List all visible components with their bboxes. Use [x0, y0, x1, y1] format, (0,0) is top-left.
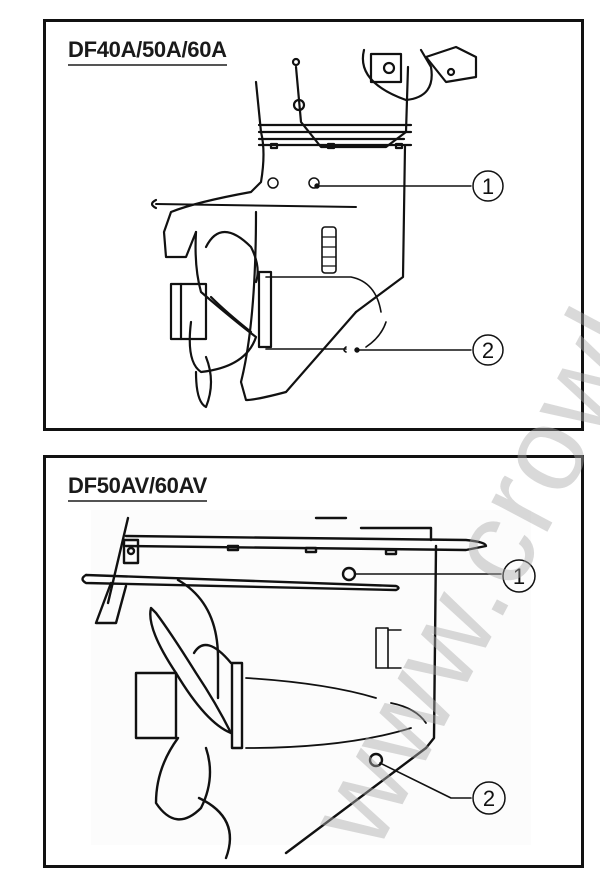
svg-text:2: 2	[483, 786, 495, 811]
svg-text:1: 1	[513, 564, 525, 589]
panel-title: DF40A/50A/60A	[68, 38, 227, 66]
figure-panel-df40a-50a-60a: DF40A/50A/60A	[43, 19, 584, 431]
lower-unit-drawing: 1 2	[81, 510, 536, 860]
panel-title: DF50AV/60AV	[68, 474, 207, 502]
svg-text:1: 1	[482, 174, 494, 199]
lower-unit-drawing: 1 2	[150, 45, 504, 409]
svg-text:2: 2	[482, 338, 494, 363]
callout-1	[472, 170, 504, 202]
figure-panel-df50av-60av: DF50AV/60AV	[43, 455, 584, 868]
callout-2	[472, 334, 504, 366]
